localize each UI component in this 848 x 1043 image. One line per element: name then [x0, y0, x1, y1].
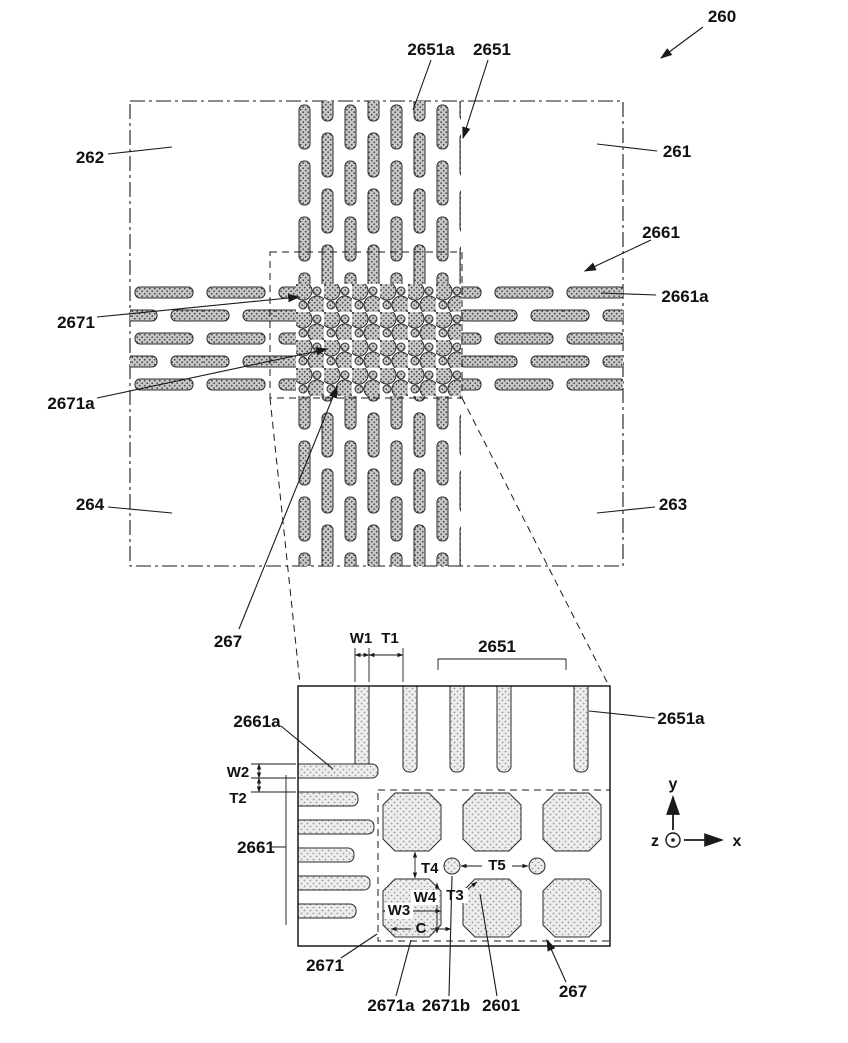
detail-label-2661: 2661 [237, 838, 275, 857]
leader-263 [596, 506, 656, 514]
leader-2651 [462, 59, 489, 140]
zoom-source-box [269, 251, 463, 399]
leader-2661 [583, 239, 652, 272]
dim-w1-t1: W1 T1 [350, 630, 404, 682]
leader-2671 [96, 293, 301, 318]
horizontal-slot-band-left [130, 284, 296, 396]
horizontal-slot-band-right [461, 284, 623, 396]
center-circle-region [296, 284, 461, 396]
dim-label-t5: T5 [488, 857, 506, 874]
detail-leader-2671a [395, 939, 412, 997]
axis-label-z: z [651, 833, 659, 850]
dim-label-t1: T1 [381, 630, 399, 647]
z-axis-dot [671, 838, 675, 842]
vertical-slot-band-bottom [296, 396, 461, 566]
dim-label-t3: T3 [446, 887, 464, 904]
detail-horizontal-slots [298, 763, 379, 919]
detail-leader-267 [546, 938, 567, 983]
dim-label-c: C [416, 920, 427, 937]
detail-label-267: 267 [559, 982, 587, 1001]
dim-t3: T3 [442, 881, 478, 904]
vertical-slot-band-top [296, 101, 461, 284]
label-261: 261 [663, 142, 691, 161]
detail-leader-2661a [280, 725, 334, 770]
leader-264 [107, 506, 173, 514]
dim-c: C [390, 920, 452, 937]
detail-leader-2651a [588, 710, 656, 719]
label-262: 262 [76, 148, 104, 167]
bracket-2661 [272, 775, 287, 925]
detail-figure: W1 T1 2651 2661a 2651a W2 T2 2661 T4 [227, 630, 742, 1015]
overview-figure: 260 2651a 2651 262 261 2661 2661a 2671 2… [47, 7, 736, 685]
dim-w2-t2: W2 T2 [227, 763, 296, 807]
label-2671: 2671 [57, 313, 95, 332]
label-267: 267 [214, 632, 242, 651]
leader-267 [238, 385, 338, 630]
dim-label-w1: W1 [350, 630, 373, 647]
dim-t4: T4 [412, 851, 439, 879]
label-2661a: 2661a [661, 287, 709, 306]
detail-leader-2671 [340, 933, 378, 959]
label-260: 260 [708, 7, 736, 26]
detail-label-2651a: 2651a [657, 709, 705, 728]
label-2651a: 2651a [407, 40, 455, 59]
dim-label-t2: T2 [229, 790, 247, 807]
dim-label-w4: W4 [414, 889, 437, 906]
label-2671a: 2671a [47, 394, 95, 413]
dim-label-t4: T4 [421, 860, 439, 877]
dim-w4: W4 [411, 882, 440, 934]
detail-label-2651: 2651 [478, 637, 516, 656]
detail-leader-2601 [479, 893, 498, 997]
detail-label-2661a: 2661a [233, 712, 281, 731]
axis-label-x: x [733, 833, 742, 850]
leader-260 [660, 26, 704, 59]
label-263: 263 [659, 495, 687, 514]
detail-dashed-region [377, 789, 610, 942]
bracket-2651 [437, 658, 567, 670]
detail-label-2601: 2601 [482, 996, 520, 1015]
zoom-connector-right [461, 397, 609, 685]
detail-label-2671a: 2671a [367, 996, 415, 1015]
detail-label-2671b: 2671b [422, 996, 470, 1015]
dim-t5: T5 [460, 857, 529, 874]
label-2661: 2661 [642, 223, 680, 242]
detail-label-2671: 2671 [306, 956, 344, 975]
small-hole-left [443, 857, 461, 875]
detail-box-border [297, 685, 611, 947]
label-264: 264 [76, 495, 105, 514]
label-2651: 2651 [473, 40, 511, 59]
dim-label-w3: W3 [388, 902, 411, 919]
dim-w3: W3 [382, 902, 442, 919]
dim-label-w2: W2 [227, 764, 250, 781]
leader-261 [596, 143, 658, 152]
axis-label-y: y [669, 776, 678, 793]
small-hole-right [528, 857, 546, 875]
leader-2671a [96, 347, 329, 399]
leader-2651a [412, 59, 432, 111]
coordinate-axes: y x z [651, 776, 742, 850]
detail-leader-2671b [448, 875, 453, 997]
leader-2661a [600, 292, 657, 296]
leader-262 [107, 146, 173, 155]
